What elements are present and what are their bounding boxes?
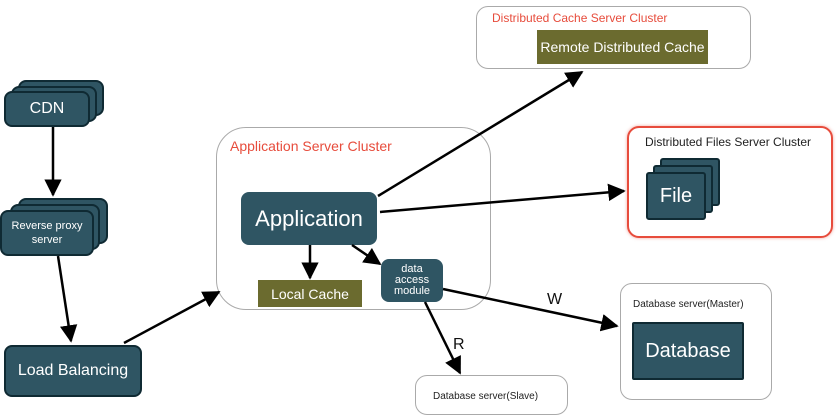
app-server-cluster-title: Application Server Cluster <box>230 138 392 154</box>
local-cache-node: Local Cache <box>258 280 362 307</box>
db-slave-cluster: Database server(Slave) <box>415 375 568 415</box>
dist-files-cluster: Distributed Files Server Cluster File <box>627 126 833 238</box>
dist-cache-cluster: Distributed Cache Server Cluster Remote … <box>476 6 751 69</box>
cdn-node: CDN <box>4 91 90 127</box>
edge-label-write: W <box>547 291 563 308</box>
dist-files-cluster-title: Distributed Files Server Cluster <box>645 135 812 149</box>
edge-label-read: R <box>453 336 465 353</box>
application-node: Application <box>241 192 377 245</box>
data-access-module-node: data access module <box>381 259 443 302</box>
edge-lb-app <box>123 290 221 345</box>
db-slave-cluster-title: Database server(Slave) <box>433 391 539 402</box>
reverse-proxy-node: Reverse proxy server <box>0 210 94 256</box>
db-master-cluster-title: Database server(Master) <box>633 299 744 310</box>
dist-cache-cluster-title: Distributed Cache Server Cluster <box>492 11 668 25</box>
file-node: File <box>646 172 706 220</box>
db-master-cluster: Database server(Master) Database <box>620 283 772 400</box>
edge-proxy-lb <box>56 255 78 343</box>
remote-cache-node: Remote Distributed Cache <box>537 30 708 64</box>
app-server-cluster: Application Server Cluster <box>216 127 491 310</box>
database-node: Database <box>632 322 744 380</box>
load-balancing-node: Load Balancing <box>4 345 142 397</box>
